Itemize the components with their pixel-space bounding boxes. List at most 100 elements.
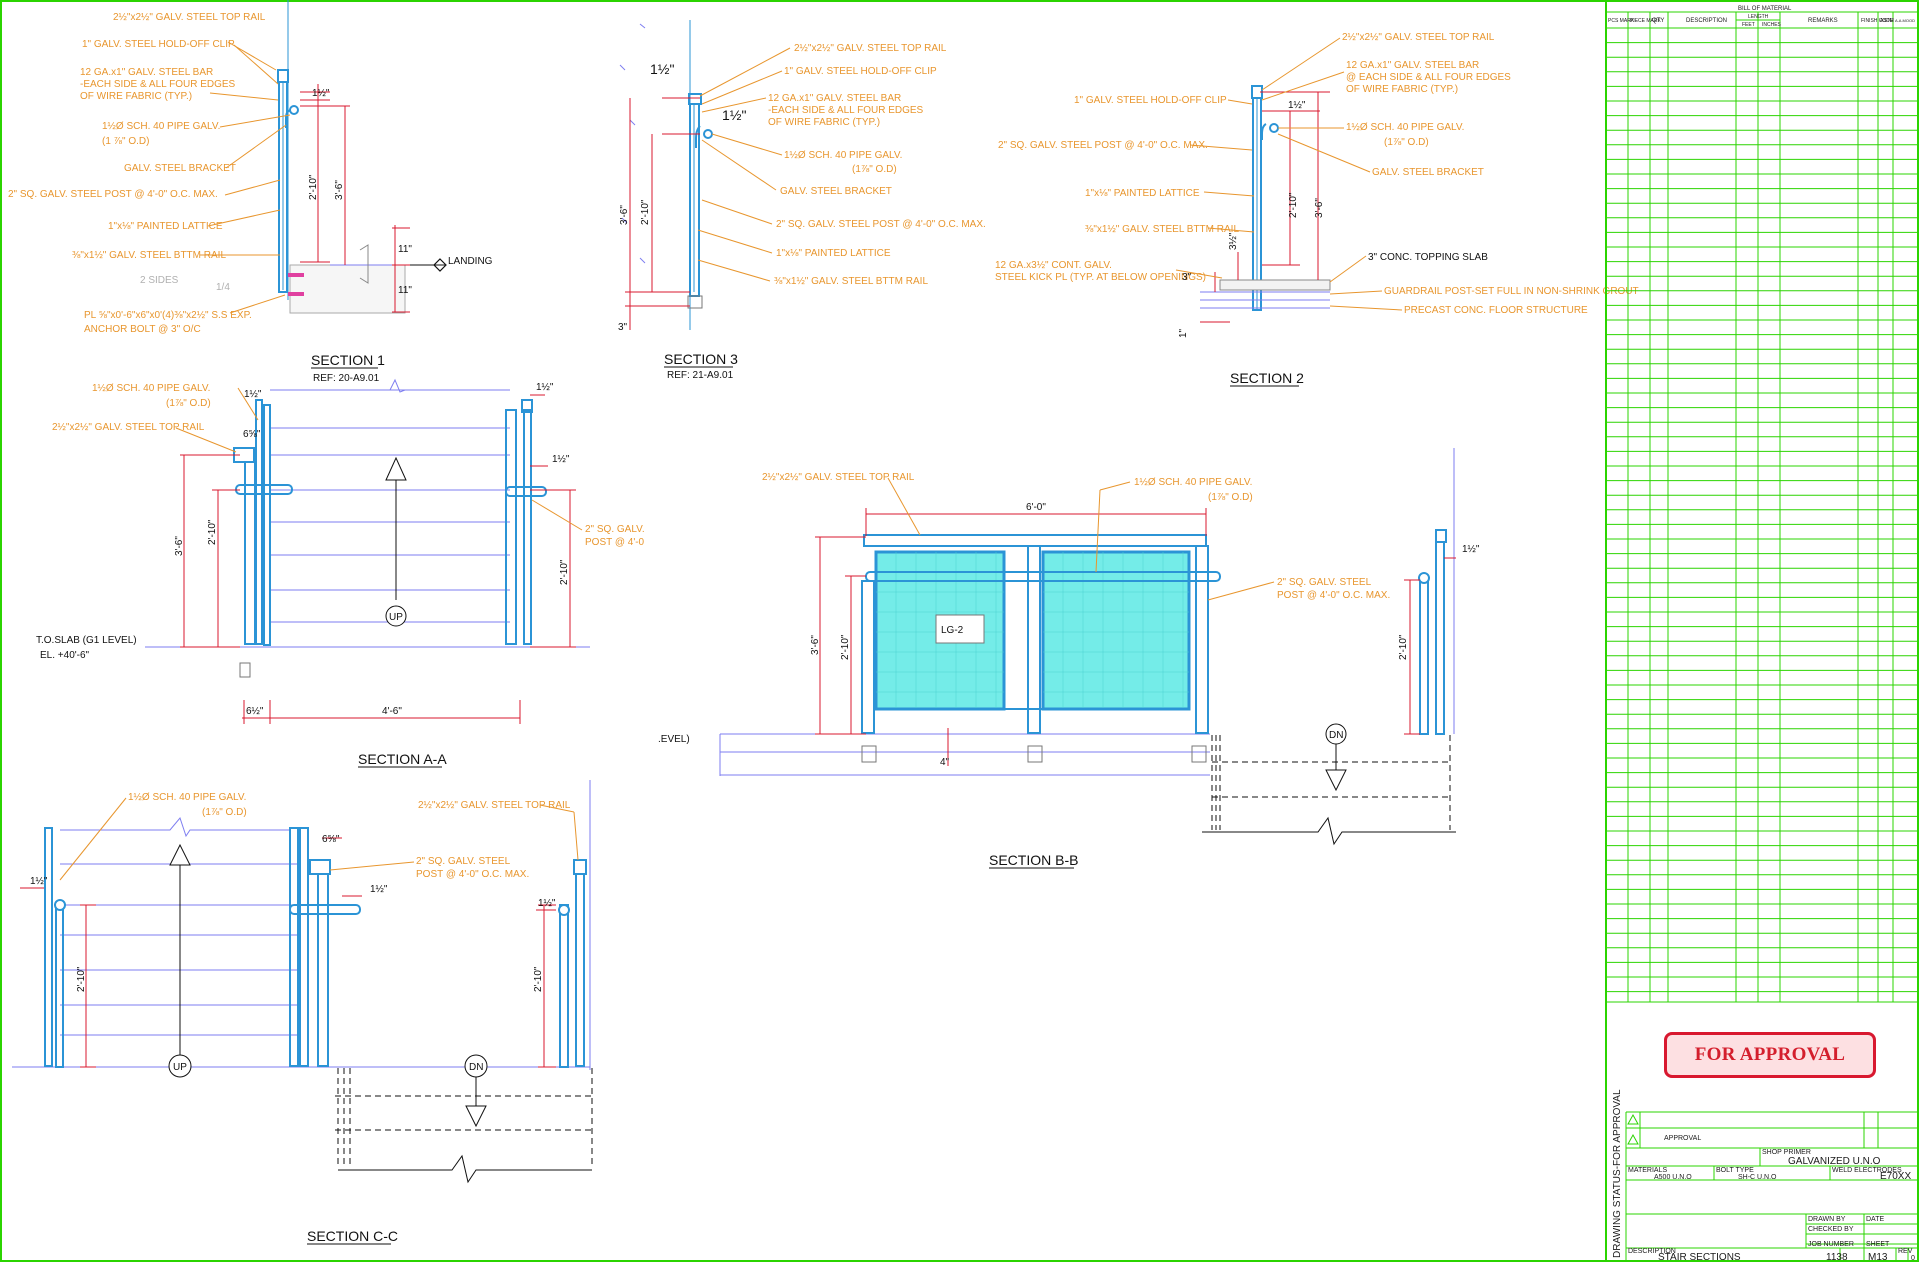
sbb-note: 2" SQ. GALV. STEEL [1277,577,1372,588]
s1-dim: 2'-10" [308,174,319,200]
job-label: JOB NUMBER [1808,1241,1854,1248]
s2-dim: 2'-10" [1288,192,1299,218]
saa-dim: 3'-6" [174,536,185,556]
saa-note: POST @ 4'-0 [585,537,645,548]
s3-note: OF WIRE FABRIC (TYP.) [768,117,880,128]
s1-note: 1½Ø SCH. 40 PIPE GALV. [102,121,220,132]
scc-dim: 6⅝" [322,834,340,845]
material-label: MATERIALS [1628,1167,1667,1174]
s1-dim: 11" [398,285,412,296]
s2-note: GALV. STEEL BRACKET [1372,167,1484,178]
s1-dim: 11" [398,244,412,255]
saa-title: SECTION A-A [358,751,447,767]
s1-note: 1"x⅛" PAINTED LATTICE [108,221,223,232]
s1-title: SECTION 1 [311,352,385,368]
scc-dim: 1½" [370,884,388,895]
sbb-note: 2½"x2½" GALV. STEEL TOP RAIL [762,472,915,483]
s2-note: ⅜"x1½" GALV. STEEL BTTM RAIL [1085,224,1239,235]
s2-note: 12 GA.x1" GALV. STEEL BAR [1346,60,1479,71]
scc-dim: 1½" [30,876,48,887]
saa-note: (1⅞" O.D) [166,398,211,409]
finish-value: GALVANIZED U.N.O [1788,1156,1881,1167]
s3-dim: 3'-6" [619,205,630,225]
saa-dim: 2'-10" [559,559,570,585]
section-a-a: UP 1½Ø SCH. 40 PIPE GALV. (1⅞" O.D) 2½"x… [36,378,645,768]
s1-note: GALV. STEEL BRACKET [124,163,236,174]
s2-note: 2½"x2½" GALV. STEEL TOP RAIL [1342,32,1495,43]
job-number: 1138 [1826,1252,1848,1263]
s2-note: OF WIRE FABRIC (TYP.) [1346,84,1458,95]
s3-dim: 1½" [650,61,674,77]
s1-note: -EACH SIDE & ALL FOUR EDGES [80,79,236,90]
section-b-b: LG-2 DN .EVEL) 2½"x2½" GALV. STEEL TOP R… [658,448,1480,869]
s1-note: ⅜"x1½" GALV. STEEL BTTM RAIL [72,250,226,261]
s1-ref: REF: 20-A9.01 [313,373,380,384]
s3-note: 1"x⅛" PAINTED LATTICE [776,248,891,259]
s3-note: 2½"x2½" GALV. STEEL TOP RAIL [794,43,947,54]
saa-dim: 6½" [246,706,264,717]
sheet-description: STAIR SECTIONS [1658,1252,1741,1263]
scc-note: (1⅞" O.D) [202,807,247,818]
saa-dim: 1½" [536,382,554,393]
s3-dim: 3" [618,322,628,333]
s1-note: 2" SQ. GALV. STEEL POST @ 4'-0" O.C. MAX… [8,189,218,200]
sbb-dim: 1½" [1462,544,1480,555]
s3-note: 12 GA.x1" GALV. STEEL BAR [768,93,901,104]
finish-label: SHOP PRIMER [1762,1149,1811,1156]
s2-note: 1" GALV. STEEL HOLD-OFF CLIP [1074,95,1227,106]
s2-dim: 1" [1178,328,1189,338]
s1-note: 2 SIDES [140,275,179,286]
s1-landing-label: LANDING [448,256,493,267]
saa-slab-el: EL. +40'-6" [40,650,90,661]
saa-note: 1½Ø SCH. 40 PIPE GALV. [92,383,210,394]
sbb-dim: 2'-10" [840,634,851,660]
bom-header: FINISH CODE [1861,18,1894,24]
sheet-number: M13 [1868,1252,1888,1263]
bom-header: ASTM [1880,18,1894,24]
rev-label: REV [1898,1248,1913,1255]
bom-header: DESCRIPTION [1686,18,1727,24]
material-value: A500 U.N.O [1654,1174,1692,1181]
sbb-note: (1⅞" O.D) [1208,492,1253,503]
scc-dim: 2'-10" [533,966,544,992]
s3-dim: 2'-10" [640,199,651,225]
s2-title: SECTION 2 [1230,370,1304,386]
saa-dim: 6⅝" [243,429,261,440]
section-1: 2½"x2½" GALV. STEEL TOP RAIL 1" GALV. ST… [8,0,493,384]
sbb-note: 1½Ø SCH. 40 PIPE GALV. [1134,477,1252,488]
s3-note: GALV. STEEL BRACKET [780,186,892,197]
scc-title: SECTION C-C [307,1228,398,1244]
s1-note: (1 ⅞" O.D) [102,136,149,147]
saa-slab-label: T.O.SLAB (G1 LEVEL) [36,635,137,646]
s3-note: 1" GALV. STEEL HOLD-OFF CLIP [784,66,937,77]
scc-note: 2" SQ. GALV. STEEL [416,856,511,867]
s2-note: @ EACH SIDE & ALL FOUR EDGES [1346,72,1511,83]
rev-number: 0 [1911,1255,1915,1262]
scc-note: 1½Ø SCH. 40 PIPE GALV. [128,792,246,803]
electrode-value: E70XX [1880,1171,1911,1182]
sbb-dim: 4" [940,757,950,768]
bom-title: BILL OF MATERIAL [1738,6,1792,12]
sbb-dim: 2'-10" [1398,634,1409,660]
electrode-label: WELD ELECTRODES [1832,1167,1902,1174]
checked-by-label: CHECKED BY [1808,1226,1854,1233]
s3-dim: 1½" [722,107,746,123]
s3-note: -EACH SIDE & ALL FOUR EDGES [768,105,924,116]
s1-note: ANCHOR BOLT @ 3" O/C [84,324,201,335]
bolt-value: SH-C U.N.O [1738,1174,1777,1181]
saa-note: 2" SQ. GALV. [585,524,645,535]
bom-header: QTY [1652,18,1664,24]
sbb-dn-label: DN [1329,730,1343,741]
revision-description: APPROVAL [1664,1135,1701,1142]
scc-note: POST @ 4'-0" O.C. MAX. [416,869,529,880]
s1-note: 1/4 [216,282,230,293]
s3-title: SECTION 3 [664,351,738,367]
title-block: DRAWING STATUS-FOR APPROVAL APPROVAL SHO… [1606,1001,1918,1263]
scc-dim: 1½" [538,898,556,909]
s2-note: 2" SQ. GALV. STEEL POST @ 4'-0" O.C. MAX… [998,140,1208,151]
sbb-dim: 6'-0" [1026,502,1046,513]
s1-note: OF WIRE FABRIC (TYP.) [80,91,192,102]
bill-of-material: BILL OF MATERIAL PCS MARK PIECE MARK QTY… [1605,2,1919,1261]
saa-dim: 2'-10" [207,519,218,545]
saa-note: 2½"x2½" GALV. STEEL TOP RAIL [52,422,205,433]
